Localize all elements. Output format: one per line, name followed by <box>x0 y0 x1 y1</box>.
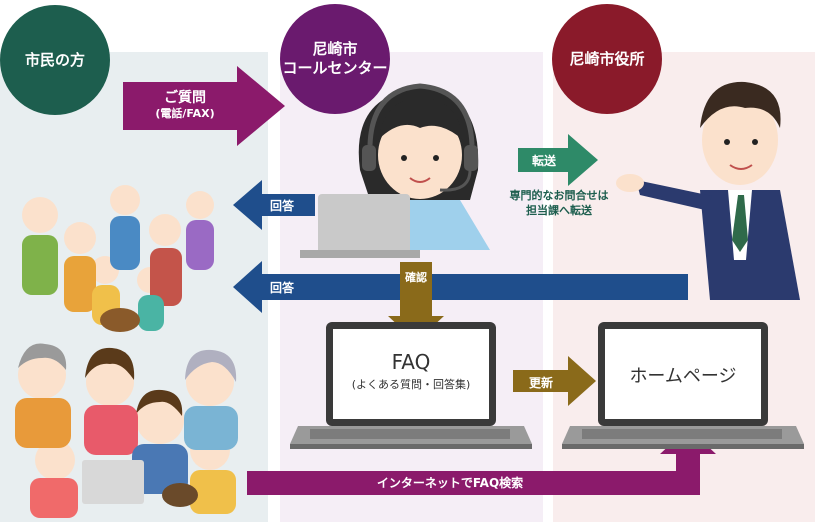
internet-label: インターネットでFAQ検索 <box>376 476 524 490</box>
citizens-header-label: 市民の方 <box>24 50 85 69</box>
internet-arrow <box>247 428 716 495</box>
answer-top-label: 回答 <box>269 199 294 213</box>
citizens-header: 市民の方 <box>0 5 110 115</box>
homepage-laptop-graphic <box>562 322 804 449</box>
update-label: 更新 <box>528 376 553 390</box>
transfer-label: 転送 <box>531 154 556 168</box>
answer-bottom-label: 回答 <box>269 281 294 295</box>
confirm-label: 確認 <box>405 271 427 284</box>
official-illustration <box>616 81 800 300</box>
answer-bottom-arrow <box>233 261 688 313</box>
faq-title: FAQ <box>391 350 431 374</box>
transfer-note-line1: 専門的なお問合せは <box>509 189 609 202</box>
answer-top-arrow <box>233 180 315 230</box>
faq-subtitle: (よくある質問・回答集) <box>351 378 471 391</box>
faq-screen: FAQ (よくある質問・回答集) <box>333 350 489 392</box>
callcenter-header-line1: 尼崎市 <box>312 40 358 59</box>
transfer-arrow <box>518 134 598 186</box>
inquiry-label: ご質問 (電話/FAX) <box>130 90 240 120</box>
cityhall-header: 尼崎市役所 <box>552 4 662 114</box>
transfer-note: 専門的なお問合せは 担当課へ転送 <box>490 188 628 219</box>
homepage-screen: ホームページ <box>605 362 761 388</box>
operator-illustration <box>300 83 490 258</box>
homepage-title: ホームページ <box>629 366 737 387</box>
transfer-note-line2: 担当課へ転送 <box>526 204 592 218</box>
faq-laptop-graphic <box>290 322 532 449</box>
citizens-illustration <box>15 185 238 518</box>
cityhall-header-label: 尼崎市役所 <box>569 49 645 68</box>
update-arrow <box>513 356 596 406</box>
inquiry-label-sub: (電話/FAX) <box>155 106 215 120</box>
inquiry-label-main: ご質問 <box>164 90 206 106</box>
callcenter-header: 尼崎市 コールセンター <box>280 4 390 114</box>
inquiry-arrow <box>123 66 285 146</box>
callcenter-header-line2: コールセンター <box>282 59 388 77</box>
